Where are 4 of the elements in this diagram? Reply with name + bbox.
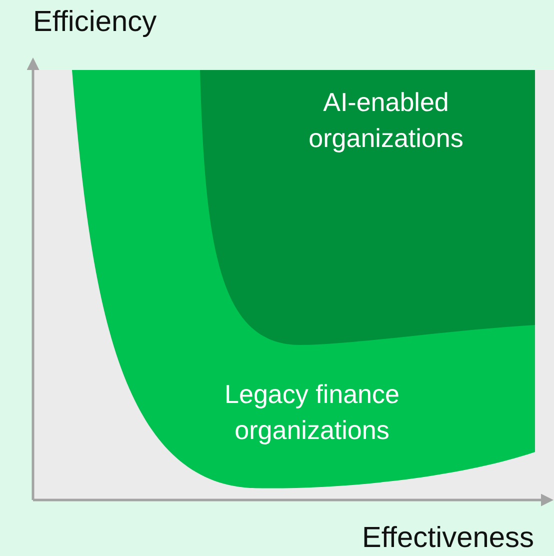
- axis-title: Efficiency: [33, 6, 157, 39]
- region-label: Legacy finance organizations: [224, 378, 400, 447]
- axis-title: Effectiveness: [362, 522, 534, 555]
- region-label: AI-enabled organizations: [308, 86, 464, 155]
